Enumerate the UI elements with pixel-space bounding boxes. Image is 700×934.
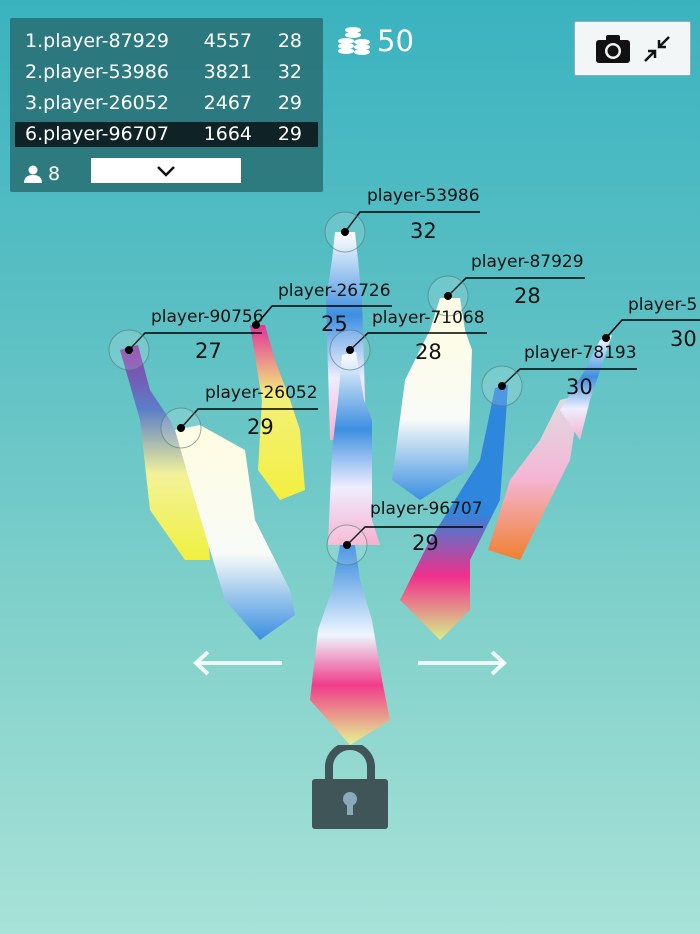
tower bbox=[328, 352, 380, 545]
player-height: 29 bbox=[277, 92, 302, 114]
tower-label-height: 30 bbox=[670, 327, 697, 351]
player-score: 3821 bbox=[203, 61, 252, 83]
leaderboard-row: 3.player-26052 2467 29 bbox=[15, 91, 318, 116]
tower-label-height: 29 bbox=[412, 531, 439, 555]
tower-label-name: player-26052 bbox=[205, 383, 318, 403]
leaderboard-row: 2.player-53986 3821 32 bbox=[15, 60, 318, 85]
tower bbox=[175, 425, 295, 640]
tower-label-height: 32 bbox=[410, 219, 437, 243]
tower-label-name: player-87929 bbox=[471, 252, 584, 272]
coins-stack-icon bbox=[338, 27, 370, 55]
tower-label-height: 25 bbox=[321, 312, 348, 336]
tower-label-name: player-90756 bbox=[151, 307, 264, 327]
label-leader-lines bbox=[128, 211, 700, 546]
coins-value: 50 bbox=[377, 24, 414, 58]
tower-label-name: player-71068 bbox=[372, 308, 485, 328]
player-height: 29 bbox=[277, 123, 302, 145]
tower-label-height: 30 bbox=[566, 375, 593, 399]
leaderboard-panel: 1.player-87929 4557 28 2.player-53986 3821 3… bbox=[10, 18, 323, 192]
tower-label-name: player-26726 bbox=[278, 281, 391, 301]
player-count: 8 bbox=[24, 163, 60, 185]
tower bbox=[392, 298, 472, 500]
coins-counter: 50 bbox=[337, 24, 414, 58]
tower bbox=[400, 385, 508, 640]
player-name: 1.player-87929 bbox=[25, 30, 169, 52]
player-height: 32 bbox=[277, 61, 302, 83]
player-score: 4557 bbox=[203, 30, 252, 52]
camera-icon bbox=[595, 34, 630, 63]
tower-label-name: player-96707 bbox=[370, 499, 483, 519]
player-name: 2.player-53986 bbox=[25, 61, 169, 83]
player-name: 3.player-26052 bbox=[25, 92, 169, 114]
tower bbox=[250, 325, 305, 500]
tower bbox=[488, 395, 580, 560]
leaderboard-row: 1.player-87929 4557 28 bbox=[15, 29, 318, 54]
lock-icon[interactable] bbox=[311, 745, 389, 831]
expand-leaderboard-button[interactable] bbox=[91, 158, 241, 183]
user-icon bbox=[24, 165, 42, 183]
tower bbox=[310, 545, 390, 745]
tower-label-name: player-53986 bbox=[367, 186, 480, 206]
screenshot-mode-button[interactable] bbox=[574, 21, 691, 76]
player-score: 2467 bbox=[203, 92, 252, 114]
tower-label-height: 28 bbox=[514, 284, 541, 308]
arrow-left-icon[interactable] bbox=[192, 650, 284, 676]
arrow-right-icon[interactable] bbox=[416, 650, 508, 676]
player-name: 6.player-96707 bbox=[25, 123, 169, 145]
label-anchors bbox=[108, 211, 610, 566]
tower-label-height: 28 bbox=[415, 340, 442, 364]
player-score: 1664 bbox=[203, 123, 252, 145]
tower-label-height: 27 bbox=[195, 339, 222, 363]
tower-label-height: 29 bbox=[247, 415, 274, 439]
chevron-down-icon bbox=[157, 165, 175, 177]
tower bbox=[560, 335, 612, 440]
tower-label-name: player-78193 bbox=[524, 343, 637, 363]
tower-label-name: player-5 bbox=[628, 295, 698, 315]
collapse-arrows-icon bbox=[643, 35, 670, 62]
leaderboard-row-current: 6.player-96707 1664 29 bbox=[15, 122, 318, 147]
player-height: 28 bbox=[277, 30, 302, 52]
tower bbox=[120, 345, 210, 560]
player-count-value: 8 bbox=[48, 163, 61, 185]
